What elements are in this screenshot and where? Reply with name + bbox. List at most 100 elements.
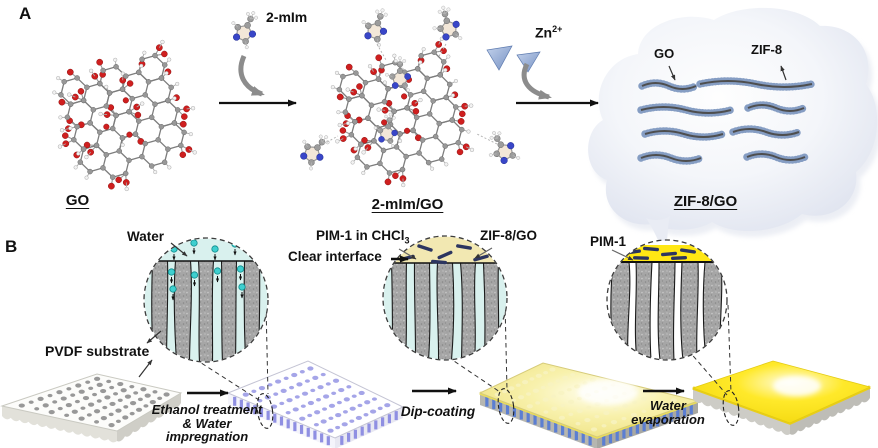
carbon-atom xyxy=(113,64,119,70)
hydrogen-atom xyxy=(361,150,366,155)
hydrogen-atom xyxy=(446,54,451,59)
hydrogen-atom xyxy=(188,132,193,137)
2-mim-molecule xyxy=(488,131,521,165)
water-droplet xyxy=(236,265,245,273)
carbon-atom xyxy=(442,143,448,149)
carbon-atom xyxy=(399,166,406,173)
oxygen-atom xyxy=(356,83,363,90)
pvdf-wall xyxy=(197,260,215,362)
carbon-atom xyxy=(438,156,445,162)
oxygen-atom xyxy=(155,44,163,52)
carbon-atom xyxy=(380,147,387,154)
hydrogen-atom xyxy=(382,80,387,85)
zif8-go-flake xyxy=(437,250,453,260)
carbon-atom xyxy=(340,73,346,80)
hydrogen-atom xyxy=(444,162,449,167)
2-mim-molecule xyxy=(231,11,259,50)
zif8-go-flake xyxy=(456,244,472,250)
carbon-atom xyxy=(493,150,500,158)
hydrogen-atom xyxy=(190,106,196,111)
hydrogen-atom xyxy=(336,110,341,115)
carbon-atom xyxy=(404,105,410,111)
hydrogen-atom xyxy=(353,146,358,151)
carbon-atom xyxy=(379,63,385,69)
carbon-atom xyxy=(407,92,414,98)
hydrogen-atom xyxy=(367,64,373,69)
zif8-go-flake xyxy=(473,254,489,262)
pvdf-wall xyxy=(680,261,699,360)
membrane-final xyxy=(691,360,872,435)
carbon-atom xyxy=(377,127,384,134)
oxygen-atom xyxy=(179,120,187,128)
carbon-atom xyxy=(145,79,152,85)
carbon-atom xyxy=(158,75,165,81)
carbon-atom xyxy=(77,159,84,165)
carbon-atom xyxy=(97,129,103,136)
oxygen-atom xyxy=(58,98,66,106)
zoom-connector xyxy=(447,356,501,393)
cloud-zif8-label: ZIF-8 xyxy=(751,42,783,57)
hydrogen-atom xyxy=(453,78,458,84)
carbon-atom xyxy=(61,78,67,85)
carbon-atom xyxy=(364,164,370,170)
carbon-atom xyxy=(308,159,315,166)
oxygen-atom xyxy=(392,172,399,180)
carbon-atom xyxy=(126,157,132,164)
hydrogen-atom xyxy=(67,92,72,97)
carbon-atom xyxy=(453,104,459,110)
carbon-atom xyxy=(64,114,71,121)
nitrogen-atom xyxy=(391,129,398,137)
carbon-atom xyxy=(161,159,168,166)
oxygen-atom xyxy=(62,140,70,148)
water-droplet xyxy=(211,245,219,253)
water-droplet xyxy=(238,283,246,291)
water-arrow xyxy=(170,242,188,257)
carbon-atom xyxy=(103,151,110,158)
2-mim-molecule xyxy=(300,134,330,171)
carbon-atom xyxy=(497,141,504,148)
carbon-atom xyxy=(113,112,119,119)
nitrogen-atom xyxy=(379,27,388,35)
hydrogen-atom xyxy=(350,160,355,165)
hydrogen-atom xyxy=(153,170,158,175)
hydrogen-atom xyxy=(52,90,57,95)
carbon-atom xyxy=(74,123,80,130)
carbon-atom xyxy=(419,137,426,143)
zoom-source-ellipse xyxy=(722,390,740,426)
zoom-connector xyxy=(687,349,728,396)
carbon-atom xyxy=(97,80,103,87)
hydrogen-atom xyxy=(59,128,65,133)
2-mim-molecule xyxy=(373,112,398,148)
epoxy-oxygen-atom xyxy=(401,93,408,100)
carbon-atom xyxy=(393,144,400,150)
carbon-atom xyxy=(437,72,443,78)
carbon-atom xyxy=(136,69,142,76)
carbon-atom xyxy=(178,142,184,149)
hydrogen-atom xyxy=(337,122,342,128)
pvdf-wall xyxy=(634,261,653,360)
2-mim-molecule xyxy=(361,8,388,47)
hydrogen-atom xyxy=(160,39,165,45)
carbon-atom xyxy=(413,114,420,121)
carbon-atom xyxy=(346,96,352,102)
oxygen-atom xyxy=(345,63,353,71)
epoxy-oxygen-atom xyxy=(404,127,411,134)
carbon-atom xyxy=(455,139,462,146)
carbon-atom xyxy=(80,146,87,152)
carbon-atom xyxy=(377,160,383,167)
h-bond xyxy=(437,43,447,59)
step2-label: Dip-coating xyxy=(400,404,476,419)
oxygen-atom xyxy=(339,127,347,134)
zif8-go-label: ZIF-8/GO xyxy=(673,193,738,210)
pvdf-wall xyxy=(413,262,431,360)
hydrogen-atom xyxy=(58,115,63,120)
carbon-atom xyxy=(304,143,311,151)
carbon-atom xyxy=(123,73,129,79)
h-bond xyxy=(376,43,387,61)
carbon-atom xyxy=(244,22,251,29)
carbon-atom xyxy=(106,90,113,96)
hydrogen-atom xyxy=(164,71,169,76)
hydrogen-atom xyxy=(88,68,94,73)
carbon-atom xyxy=(443,17,451,25)
carbon-atom xyxy=(80,97,87,104)
